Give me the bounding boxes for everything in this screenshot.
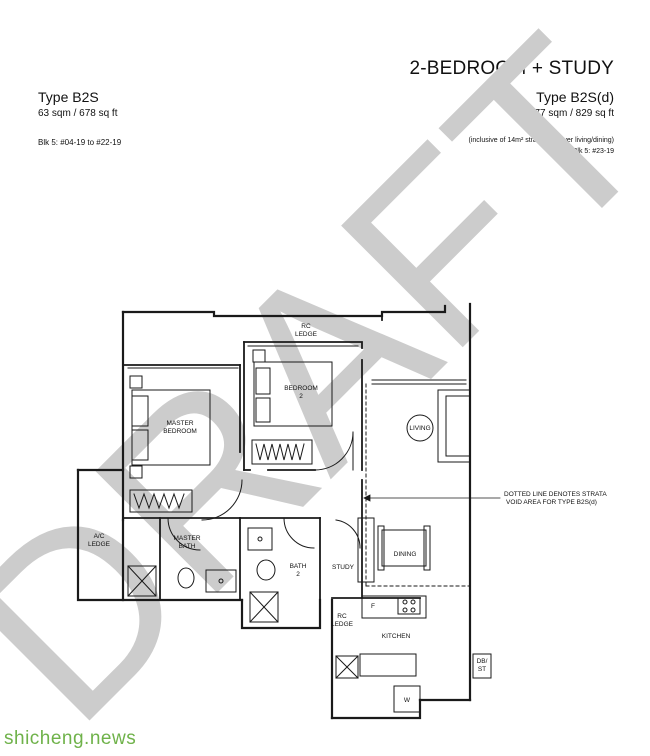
bath-2-label-2: 2 [296, 571, 300, 578]
rc-ledge-kitchen-label: RC [337, 613, 347, 620]
ac-ledge-label: A/C [94, 533, 105, 540]
right-unit-type: Type B2S(d) [536, 89, 614, 105]
annotation-line-2: VOID AREA FOR TYPE B2S(d) [506, 499, 597, 506]
rc-ledge-kitchen-label-2: LEDGE [331, 621, 354, 628]
outer-walls [76, 302, 472, 720]
doors [167, 431, 361, 551]
ac-ledge-label-2: LEDGE [88, 541, 111, 548]
study-label: STUDY [332, 564, 355, 571]
annotation-line-1: DOTTED LINE DENOTES STRATA [504, 491, 607, 498]
annotation-arrow [363, 494, 501, 502]
rc-ledge-label-2: LEDGE [295, 331, 318, 338]
rc-ledge-label: RC [301, 323, 311, 330]
left-unit-area: 63 sqm / 678 sq ft [38, 108, 118, 119]
right-unit-blocks: Blk 5: #23-19 [572, 148, 614, 155]
living-label: LIVING [409, 425, 430, 432]
master-bedroom-label-2: BEDROOM [163, 428, 197, 435]
left-unit-blocks: Blk 5: #04-19 to #22-19 [38, 138, 122, 147]
master-bedroom-label: MASTER [166, 420, 193, 427]
left-unit-type: Type B2S [38, 89, 99, 105]
right-unit-area: 77 sqm / 829 sq ft [534, 108, 615, 119]
dbst-label-2: ST [478, 666, 486, 673]
washer-label: W [404, 697, 411, 704]
bath-2-label: BATH [290, 563, 307, 570]
dbst-label: DB/ [477, 658, 488, 665]
bedroom-2-label: BEDROOM [284, 385, 318, 392]
master-bath-label: MASTER [173, 535, 200, 542]
room-labels: RC LEDGE BEDROOM 2 MASTER BEDROOM LIVING… [88, 323, 607, 704]
windows [127, 345, 467, 385]
dining-label: DINING [394, 551, 417, 558]
right-unit-note: (inclusive of 14m² strata void over livi… [468, 137, 614, 144]
bedroom-2-label-2: 2 [299, 393, 303, 400]
plan-title: 2-BEDROOM + STUDY [409, 58, 614, 79]
master-bath-label-2: BATH [179, 543, 196, 550]
strata-void-line [365, 383, 471, 587]
fridge-label: F [371, 603, 375, 610]
kitchen-label: KITCHEN [382, 633, 411, 640]
watermark: shicheng.news [4, 728, 137, 749]
